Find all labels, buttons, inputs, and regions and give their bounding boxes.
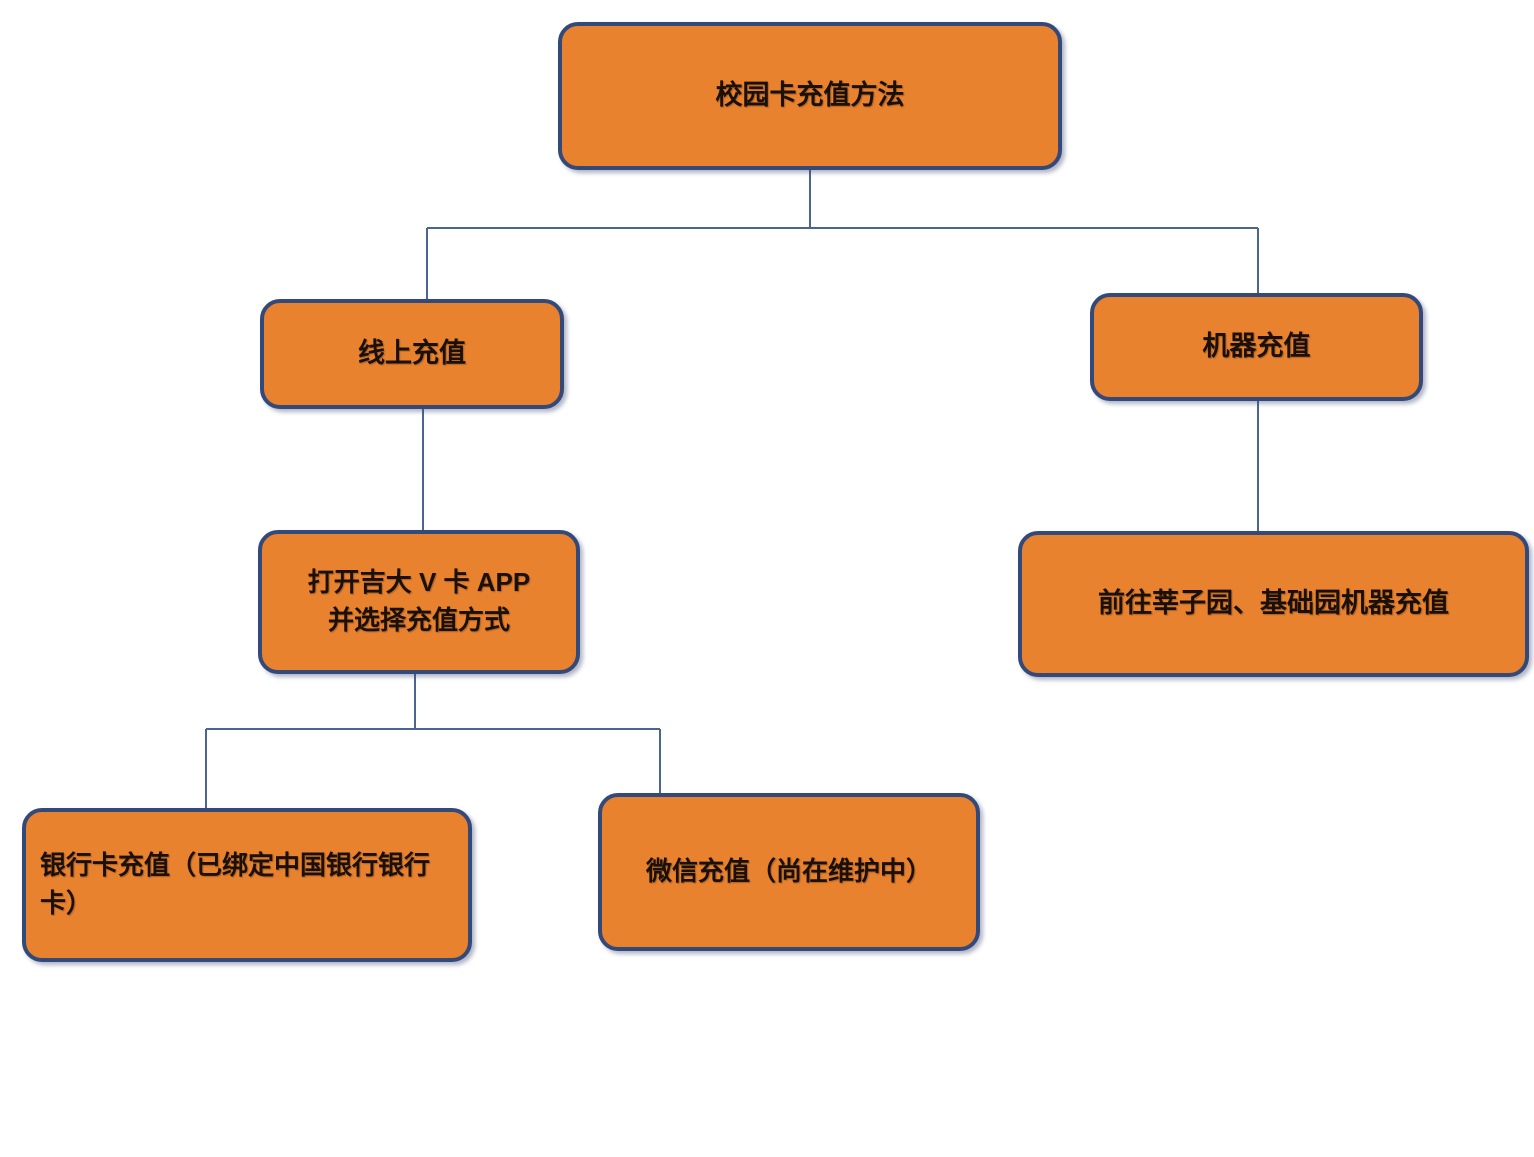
node-online-recharge[interactable]: 线上充值 — [260, 299, 564, 409]
node-machine-label: 机器充值 — [1202, 331, 1311, 362]
node-goto-xinziyuan-jichuyuan-machine[interactable]: 前往莘子园、基础园机器充值 — [1018, 531, 1529, 677]
node-bank-label: 银行卡充值（已绑定中国银行银行卡） — [40, 850, 431, 918]
node-root-campus-card-recharge[interactable]: 校园卡充值方法 — [558, 22, 1062, 170]
node-root-label: 校园卡充值方法 — [715, 80, 905, 111]
node-bank-card-recharge[interactable]: 银行卡充值（已绑定中国银行银行卡） — [22, 808, 472, 962]
node-open-jida-v-card-app[interactable]: 打开吉大 V 卡 APP 并选择充值方式 — [258, 530, 580, 674]
node-machine-recharge[interactable]: 机器充值 — [1090, 293, 1423, 401]
node-online-label: 线上充值 — [358, 338, 466, 369]
node-wechat-recharge[interactable]: 微信充值（尚在维护中） — [598, 793, 980, 951]
node-wechat-label: 微信充值（尚在维护中） — [645, 856, 932, 887]
node-goto-label: 前往莘子园、基础园机器充值 — [1098, 588, 1449, 619]
node-app-label: 打开吉大 V 卡 APP 并选择充值方式 — [307, 567, 531, 635]
